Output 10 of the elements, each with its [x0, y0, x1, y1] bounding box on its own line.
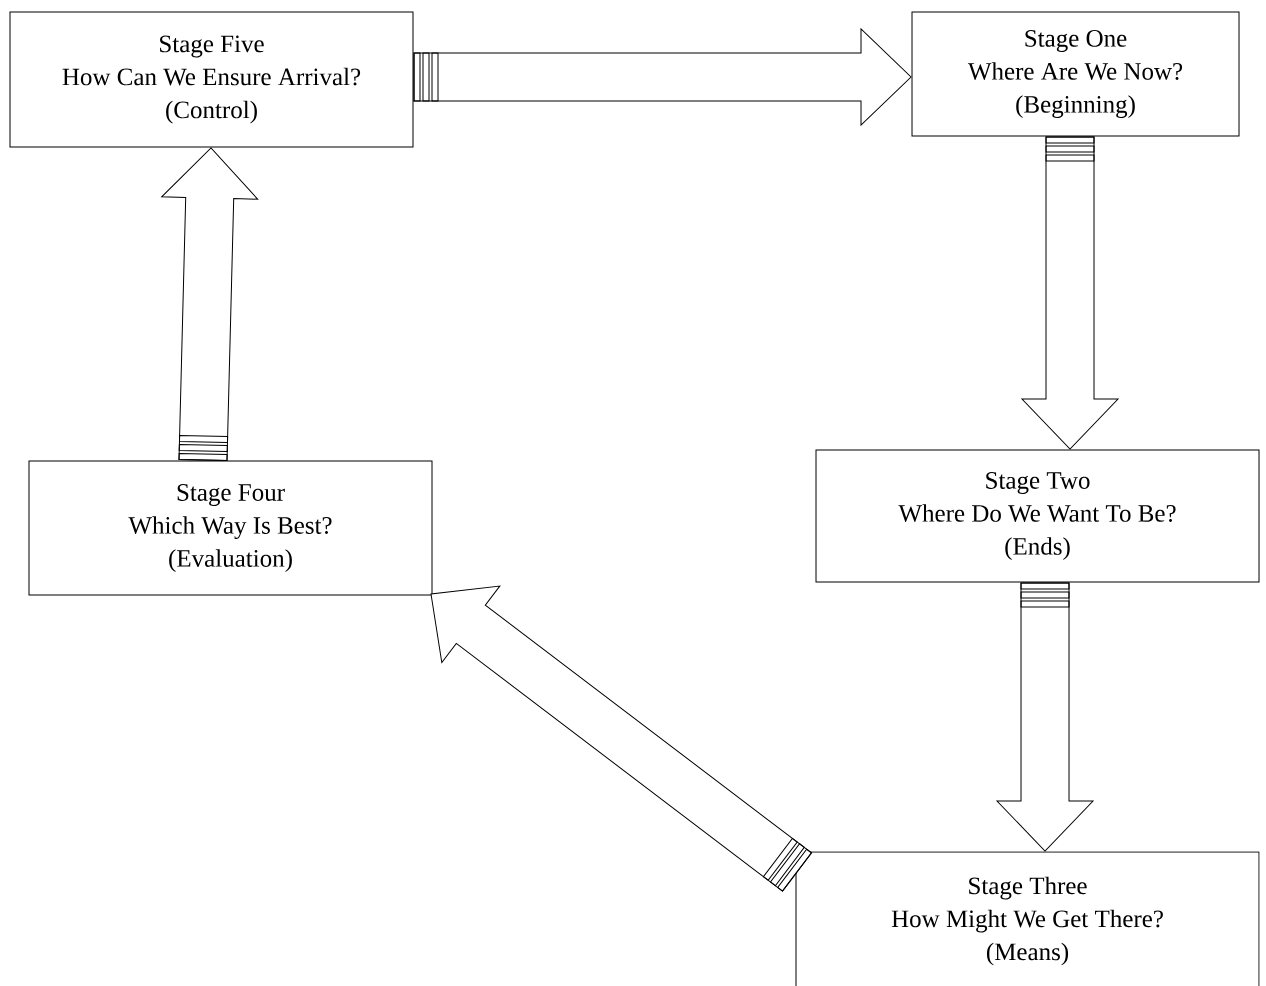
stage-box: Stage Four Which Way Is Best? (Evaluation): [28, 460, 433, 596]
block-arrow: [430, 585, 812, 892]
block-arrow: [996, 582, 1094, 852]
stage-box: Stage Three How Might We Get There? (Means): [795, 851, 1260, 986]
block-arrow: [161, 147, 259, 462]
stage-box: Stage Two Where Do We Want To Be? (Ends): [815, 449, 1260, 583]
block-arrow: [1021, 136, 1119, 450]
stage-box: Stage One Where Are We Now? (Beginning): [911, 11, 1240, 137]
block-arrow: [413, 28, 912, 126]
stage-box: Stage Five How Can We Ensure Arrival? (Control): [9, 11, 414, 148]
